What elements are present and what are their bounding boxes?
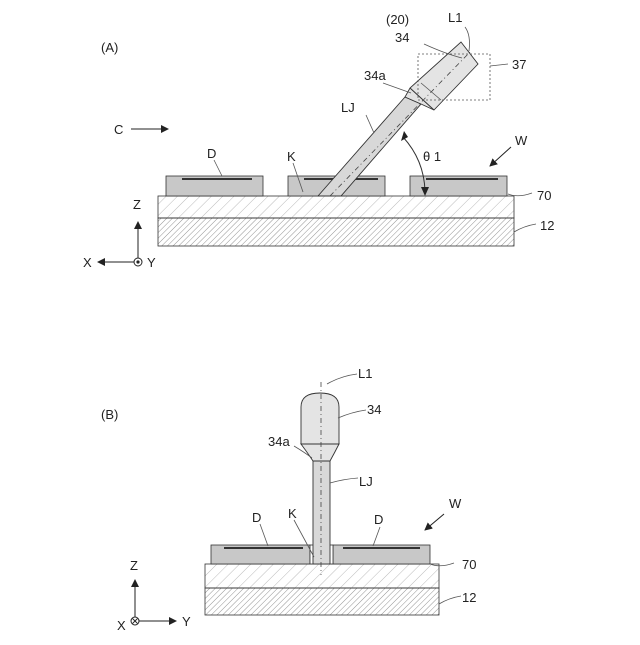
layer-70 [205,564,439,588]
axis-label-y: Y [147,255,156,270]
leader-d-left [260,524,268,546]
label-lj: LJ [341,100,355,115]
panel-label-a: (A) [101,40,118,55]
leader-34a [383,83,411,93]
liquid-jet-lj [313,461,330,564]
leader-w-arrow [425,514,444,530]
figure-a: (A) C [83,10,554,270]
axis-y-dot [136,260,139,263]
leader-l1 [327,374,357,384]
label-w: W [449,496,462,511]
leader-lj [366,115,374,133]
label-70: 70 [462,557,476,572]
leader-12 [439,596,461,604]
axis-label-x: X [117,618,126,633]
label-lj: LJ [359,474,373,489]
label-12: 12 [540,218,554,233]
label-34: 34 [367,402,381,417]
figure-b: (B) L1 34 34a LJ [101,366,476,633]
leader-70 [508,193,532,196]
label-34a: 34a [268,434,290,449]
layer-70 [158,196,514,218]
arc-arrow-top [401,131,408,141]
label-c: C [114,122,123,137]
leader-37 [490,64,508,66]
substrate-12 [158,218,514,246]
label-l1: L1 [448,10,462,25]
label-37: 37 [512,57,526,72]
leader-lj [330,478,358,483]
label-d-right: D [374,512,383,527]
nozzle-34 [301,393,339,444]
panel-label-b: (B) [101,407,118,422]
label-12: 12 [462,590,476,605]
leader-12 [514,224,536,232]
label-d-left: D [252,510,261,525]
nozzle-tip-34a [301,444,339,461]
leader-d-right [373,527,380,546]
label-w: W [515,133,528,148]
leader-w-arrow [490,147,511,166]
label-l1: L1 [358,366,372,381]
label-34: 34 [395,30,409,45]
axis-label-x: X [83,255,92,270]
label-k: K [288,506,297,521]
substrate-12 [205,588,439,615]
axis-label-y: Y [182,614,191,629]
leader-34 [338,410,366,418]
label-theta: θ 1 [423,149,441,164]
label-d: D [207,146,216,161]
label-k: K [287,149,296,164]
label-20: (20) [386,12,409,27]
label-34a: 34a [364,68,386,83]
leader-d [214,160,222,176]
axis-label-z: Z [133,197,141,212]
label-70: 70 [537,188,551,203]
axis-label-z: Z [130,558,138,573]
